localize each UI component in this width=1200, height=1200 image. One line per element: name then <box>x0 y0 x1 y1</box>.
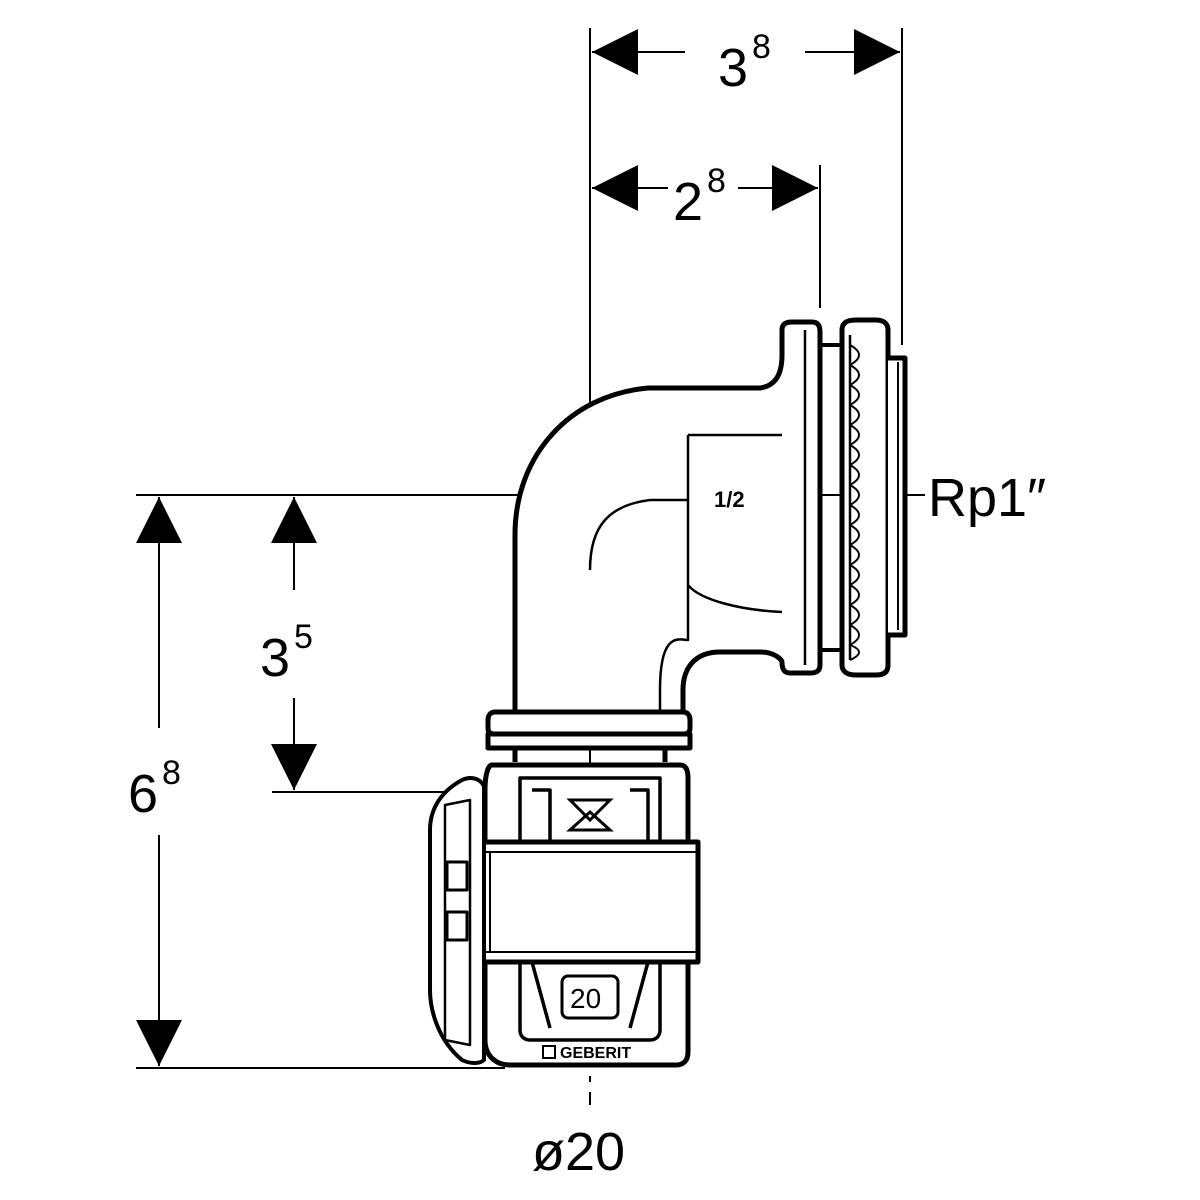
brand-name: GEBERIT <box>560 1045 631 1062</box>
elbow-inner-shoulder <box>687 433 783 614</box>
elbow-fitting <box>428 317 908 1068</box>
arrowhead-left-inner-top <box>271 497 317 543</box>
dimension-sup-left-inner: 5 <box>294 618 313 656</box>
dimension-top-inner: 2 8 <box>592 162 818 232</box>
dimension-left-inner: 3 5 <box>260 497 317 790</box>
arrowhead-left-outer-bottom <box>136 1020 182 1066</box>
thread-label: Rp1″ <box>928 468 1046 528</box>
dimension-value-left-outer: 6 <box>128 764 158 824</box>
arrowhead-top-outer-right <box>854 29 900 75</box>
brand-marking: GEBERIT <box>542 1045 631 1062</box>
dimension-value-left-inner: 3 <box>260 628 290 688</box>
union-nut-knurling <box>849 344 860 661</box>
dimension-value-top-inner: 2 <box>673 172 703 232</box>
arrowhead-left-outer-top <box>136 497 182 543</box>
dimension-sup-top-outer: 8 <box>752 28 771 66</box>
connector-window-lower <box>518 960 662 1042</box>
connector-band <box>475 839 701 965</box>
dimension-value-top-outer: 3 <box>718 38 748 98</box>
dimension-sup-left-outer: 8 <box>162 754 181 792</box>
brand-logo-square <box>542 1045 556 1059</box>
elbow-body-outline <box>512 319 823 715</box>
dimension-top-outer: 3 8 <box>592 28 900 98</box>
dimension-left-outer: 6 8 <box>128 497 182 1066</box>
thread-size-marking: 1/2 <box>714 487 745 512</box>
release-clip-inner <box>443 798 472 1047</box>
elbow-collar-lower <box>485 731 693 751</box>
pipe-size-marking: 20 <box>570 983 601 1014</box>
arrowhead-top-inner-left <box>592 165 638 211</box>
release-clip-slot-lower <box>445 910 469 942</box>
arrowhead-top-inner-right <box>772 165 818 211</box>
elbow-collar <box>485 709 693 737</box>
release-clip-slot-upper <box>445 860 469 892</box>
arrowhead-top-outer-left <box>592 29 638 75</box>
pipe-size-marking-badge: 20 <box>560 974 620 1020</box>
elbow-inner-bore <box>588 435 690 712</box>
diameter-label: ø20 <box>532 1122 625 1182</box>
dimension-sup-top-inner: 8 <box>707 162 726 200</box>
thread-end-ring <box>888 355 908 638</box>
press-indicator-icon <box>566 798 614 832</box>
arrowhead-left-inner-bottom <box>271 744 317 790</box>
